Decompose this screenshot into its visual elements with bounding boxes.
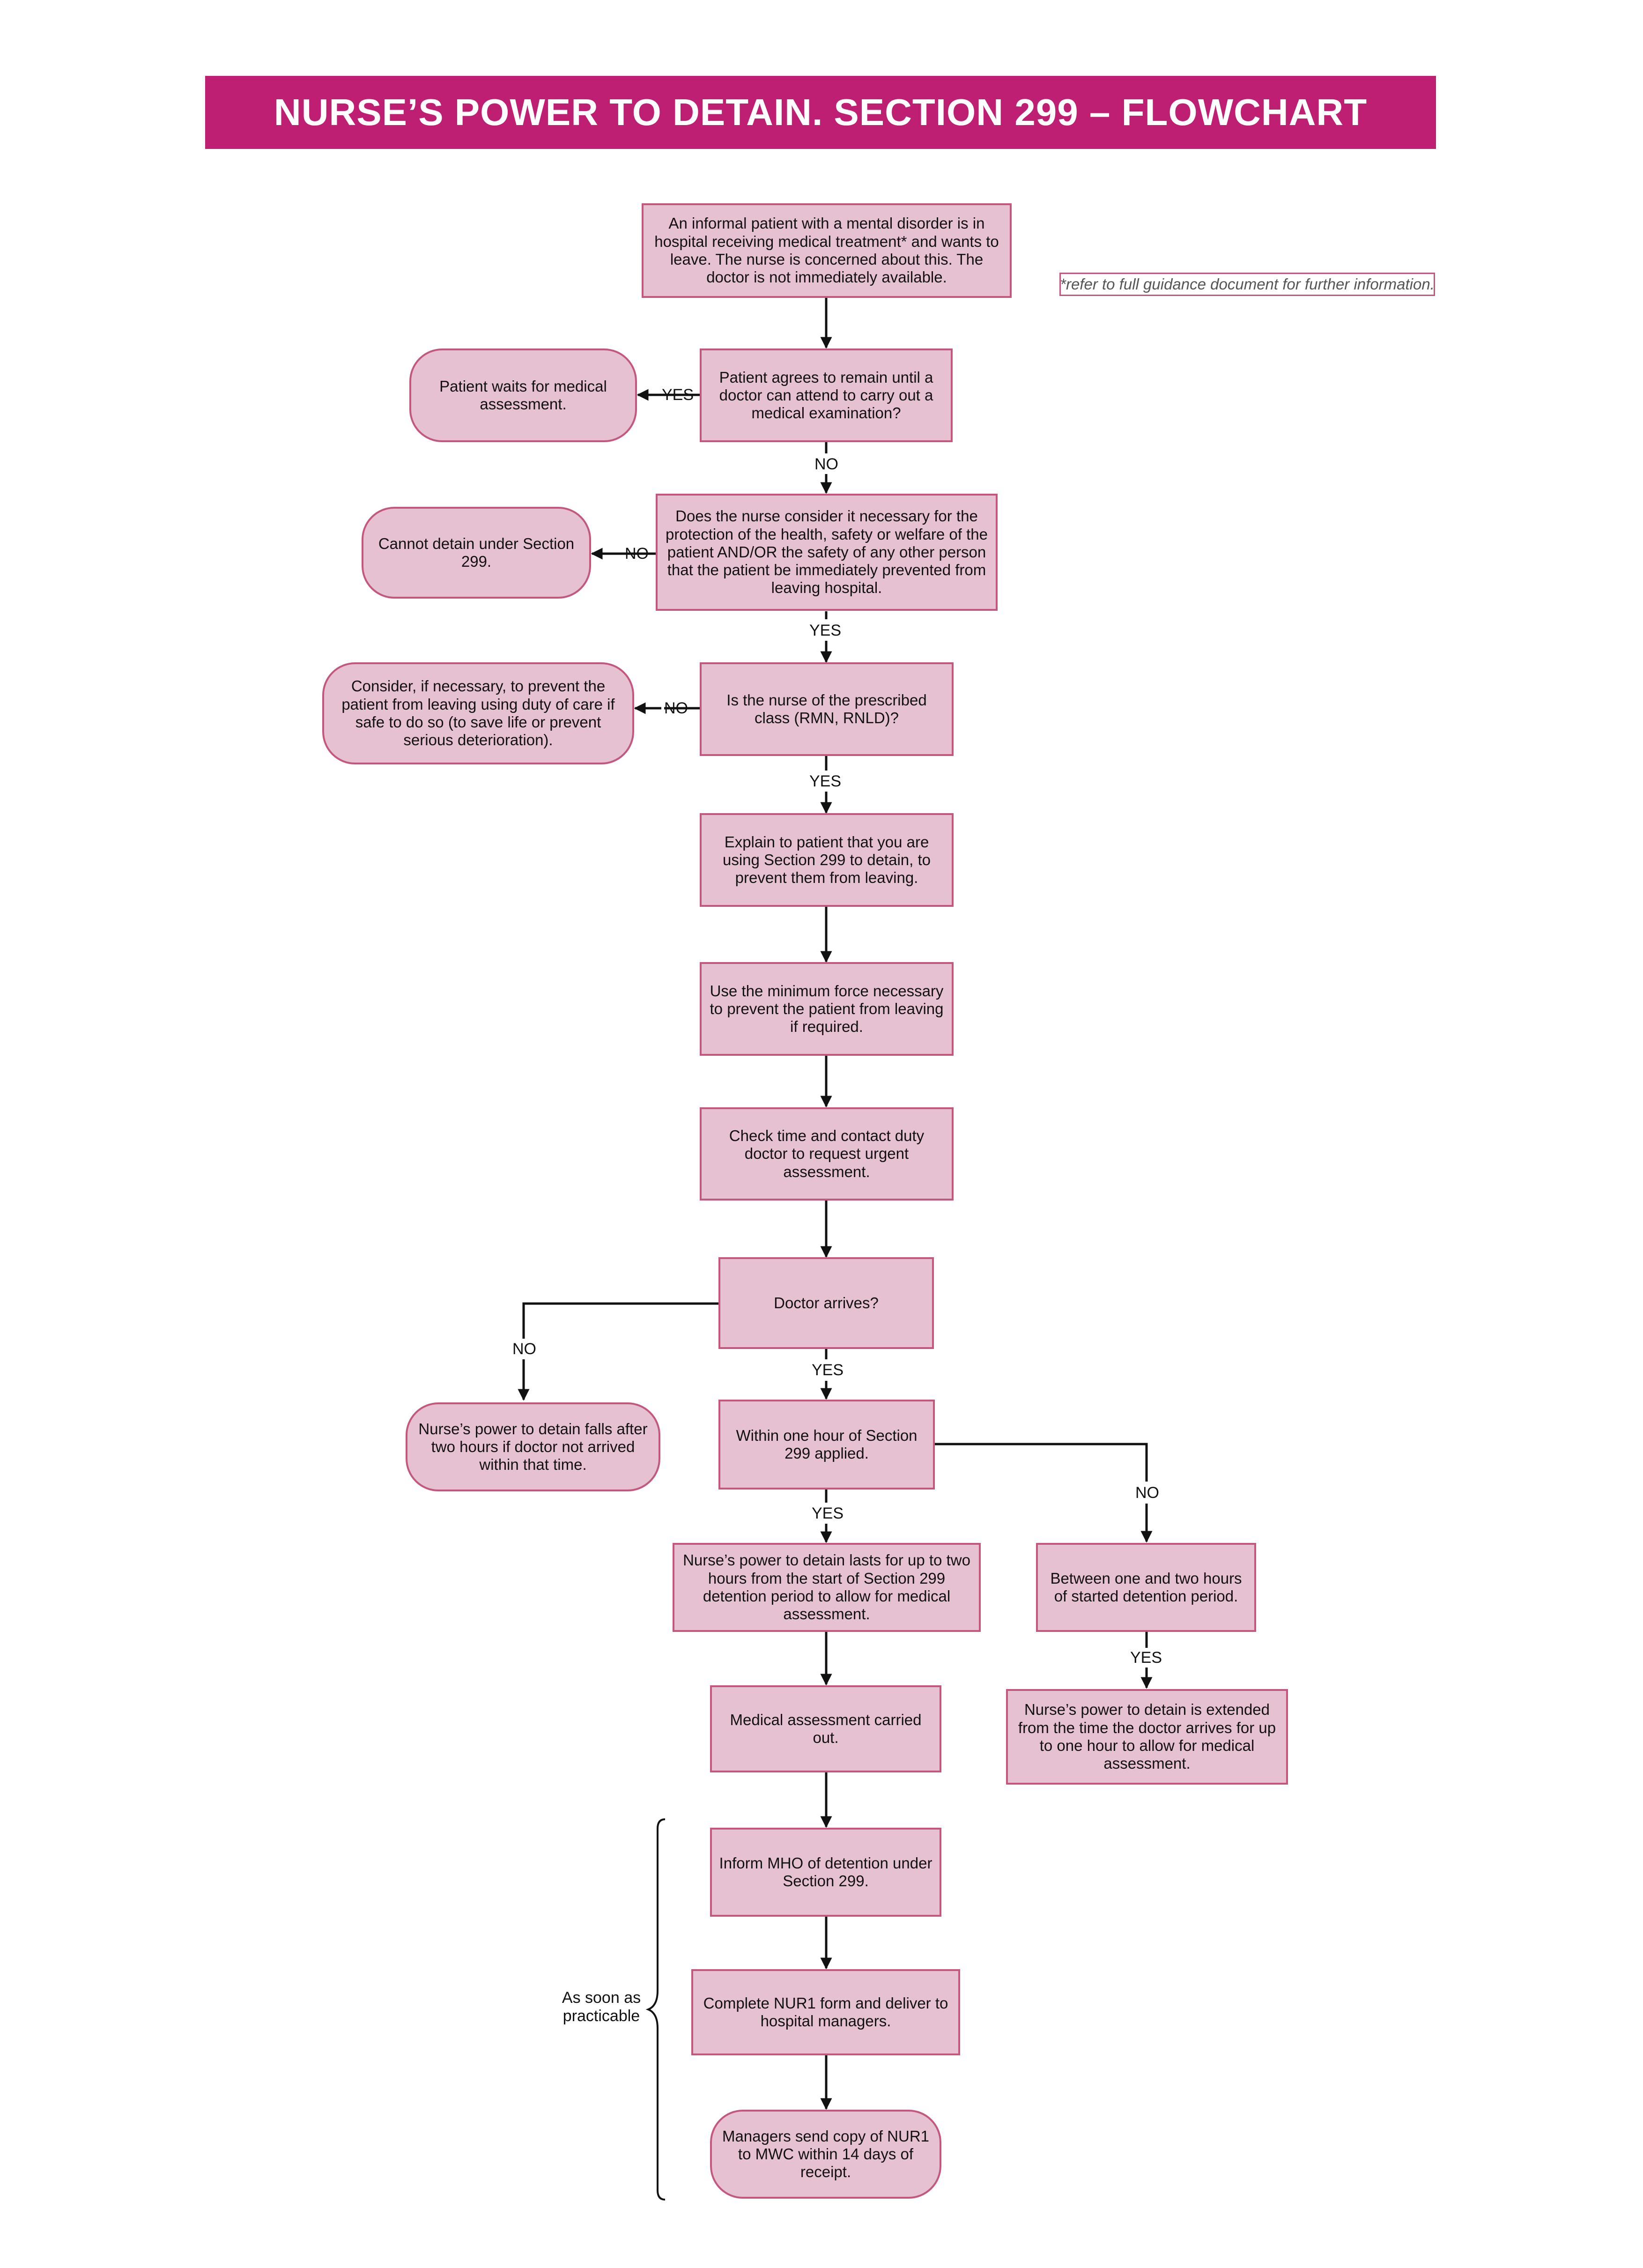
label-no-prescribed: NO [664, 699, 688, 717]
edge-within-between [935, 1443, 1148, 1482]
node-check-time: Check time and contact duty doctor to re… [700, 1107, 954, 1201]
node-extended: Nurse’s power to detain is extended from… [1006, 1689, 1288, 1785]
label-no-doctor: NO [512, 1340, 536, 1358]
node-between: Between one and two hours of started det… [1036, 1543, 1256, 1632]
label-no-agrees: NO [814, 455, 838, 473]
label-no-necessary: NO [625, 545, 649, 563]
node-assessment: Medical assessment carried out. [710, 1685, 941, 1772]
node-managers: Managers send copy of NUR1 to MWC within… [710, 2110, 941, 2199]
node-duty-of-care: Consider, if necessary, to prevent the p… [322, 662, 634, 764]
node-power-falls: Nurse’s power to detain falls after two … [406, 1402, 660, 1491]
node-agrees: Patient agrees to remain until a doctor … [700, 348, 953, 442]
node-two-hours: Nurse’s power to detain lasts for up to … [673, 1543, 981, 1632]
node-cannot: Cannot detain under Section 299. [362, 507, 591, 599]
label-yes-within: YES [812, 1505, 844, 1522]
node-doctor-arrives: Doctor arrives? [718, 1257, 934, 1349]
node-waits: Patient waits for medical assessment. [409, 348, 637, 442]
node-explain: Explain to patient that you are using Se… [700, 813, 954, 907]
node-nur1: Complete NUR1 form and deliver to hospit… [691, 1969, 960, 2055]
label-yes-agrees: YES [662, 386, 694, 404]
node-force: Use the minimum force necessary to preve… [700, 962, 954, 1056]
brace [645, 1818, 666, 2201]
node-start: An informal patient with a mental disord… [642, 203, 1012, 298]
label-yes-doctor: YES [812, 1361, 844, 1379]
node-inform-mho: Inform MHO of detention under Section 29… [710, 1828, 941, 1917]
label-yes-necessary: YES [809, 622, 842, 639]
label-yes-prescribed: YES [809, 772, 842, 790]
footnote-reference: *refer to full guidance document for fur… [1059, 273, 1435, 296]
node-within-hour: Within one hour of Section 299 applied. [718, 1400, 935, 1490]
label-yes-between: YES [1130, 1649, 1162, 1667]
page-title: NURSE’S POWER TO DETAIN. SECTION 299 – F… [274, 91, 1368, 133]
title-banner: NURSE’S POWER TO DETAIN. SECTION 299 – F… [205, 76, 1436, 149]
node-necessary: Does the nurse consider it necessary for… [656, 494, 998, 611]
label-no-within: NO [1135, 1484, 1159, 1502]
node-prescribed: Is the nurse of the prescribed class (RM… [700, 662, 954, 756]
brace-label: As soon as practicable [562, 1989, 641, 2025]
edge-doctor-falls [522, 1302, 718, 1339]
